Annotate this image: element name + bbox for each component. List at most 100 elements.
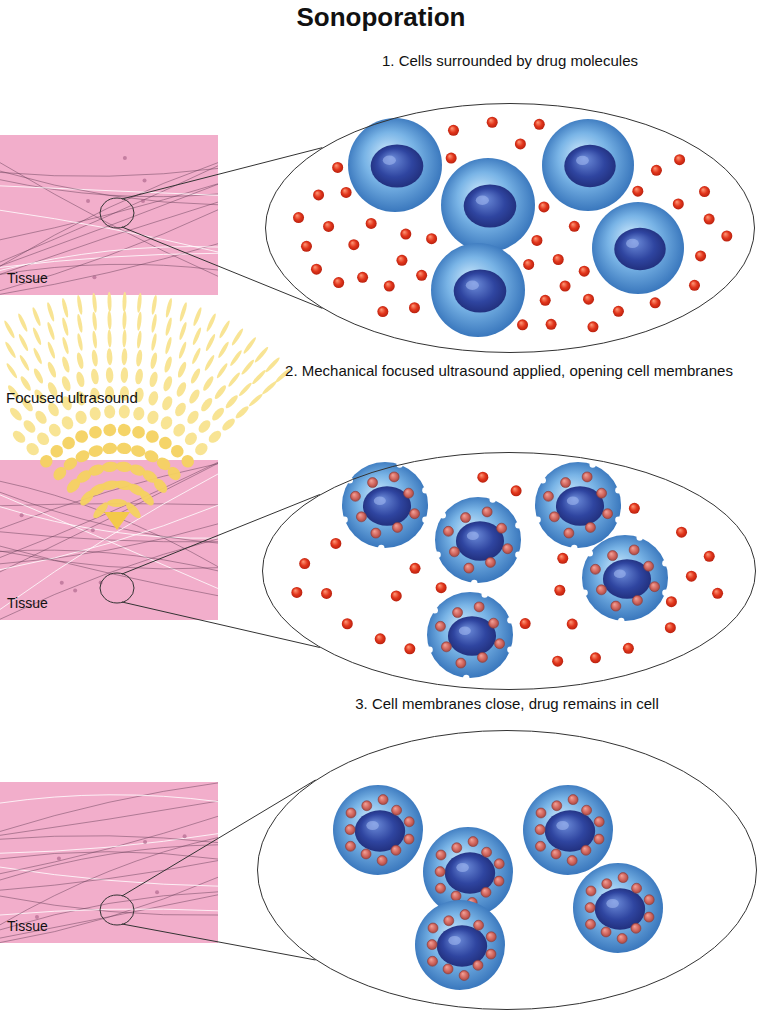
drug-molecule <box>357 272 368 283</box>
membrane-pore <box>615 487 621 493</box>
drug-molecule <box>579 266 590 277</box>
drug-molecule <box>409 302 420 313</box>
membrane-pore <box>422 487 428 493</box>
drug-molecule <box>410 509 420 519</box>
membrane-pore <box>426 647 432 653</box>
membrane-pore <box>662 560 668 566</box>
drug-molecule <box>569 221 580 232</box>
drug-molecule <box>291 587 302 598</box>
drug-molecule <box>712 588 723 599</box>
drug-molecule <box>673 198 684 209</box>
membrane-pore <box>540 477 546 483</box>
drug-molecule <box>535 825 545 835</box>
drug-molecule <box>404 834 414 844</box>
drug-molecule <box>560 280 571 291</box>
drug-molecule <box>391 845 401 855</box>
drug-molecule <box>377 856 387 866</box>
drug-molecule <box>557 553 568 564</box>
drug-molecule <box>378 795 388 805</box>
drug-molecule <box>597 488 607 498</box>
ellipse-outline <box>257 730 757 1010</box>
drug-molecule <box>446 153 457 164</box>
drug-molecule <box>449 547 459 557</box>
drug-molecule <box>396 255 407 266</box>
membrane-pore <box>378 545 384 551</box>
drug-molecule <box>427 956 437 966</box>
drug-molecule <box>474 602 484 612</box>
drug-molecule <box>384 281 395 292</box>
drug-molecule <box>632 595 642 605</box>
drug-molecule <box>441 642 451 652</box>
drug-molecule <box>704 551 715 562</box>
drug-molecule <box>293 212 304 223</box>
drug-molecule <box>444 916 454 926</box>
drug-molecule <box>345 825 355 835</box>
cell <box>435 497 521 583</box>
step-heading: 2. Mechanical focused ultrasound applied… <box>285 362 733 379</box>
drug-molecule <box>564 528 574 538</box>
drug-molecule <box>494 859 504 869</box>
drug-molecule <box>632 883 642 893</box>
membrane-pore <box>341 517 347 523</box>
drug-molecule <box>583 294 594 305</box>
cell-group <box>333 785 663 990</box>
drug-molecule <box>345 841 355 851</box>
drug-molecule <box>551 849 561 859</box>
drug-molecule <box>323 221 334 232</box>
drug-molecule <box>695 250 706 261</box>
drug-molecule <box>435 621 445 631</box>
drug-molecule <box>603 509 613 519</box>
tissue-label: Tissue <box>7 918 48 934</box>
membrane-pore <box>422 517 428 523</box>
drug-molecule <box>585 919 595 929</box>
drug-molecule <box>443 964 453 974</box>
drug-molecule <box>474 920 484 930</box>
drug-molecule <box>503 544 513 554</box>
step-heading: 3. Cell membranes close, drug remains in… <box>355 695 658 712</box>
drug-molecule <box>594 834 604 844</box>
tissue-block: Tissue <box>0 135 218 295</box>
membrane-pore <box>662 590 668 596</box>
drug-molecule <box>404 643 415 654</box>
drug-molecule <box>553 254 564 265</box>
cell <box>431 243 525 337</box>
cell <box>415 900 505 990</box>
cell <box>542 119 634 211</box>
drug-molecule <box>515 138 526 149</box>
drug-molecule <box>451 891 461 901</box>
drug-molecule <box>699 186 710 197</box>
drug-molecule <box>568 795 578 805</box>
drug-molecule <box>554 585 565 596</box>
drug-molecule <box>651 165 662 176</box>
drug-molecule <box>689 280 700 291</box>
membrane-pore <box>515 522 521 528</box>
drug-molecule <box>477 472 488 483</box>
membrane-pore <box>615 517 621 523</box>
membrane-pore <box>507 647 513 653</box>
drug-molecule <box>552 801 562 811</box>
nucleus <box>371 144 424 187</box>
drug-molecule <box>301 241 312 252</box>
drug-molecule <box>436 850 446 860</box>
membrane-pore <box>618 618 624 624</box>
drug-molecule <box>644 561 654 571</box>
membrane-pore <box>490 496 496 502</box>
drug-molecule <box>368 478 378 488</box>
drug-molecule <box>585 522 595 532</box>
drug-molecule <box>650 297 661 308</box>
title: Sonoporation <box>0 2 762 33</box>
tissue-label: Tissue <box>7 270 48 286</box>
cell <box>348 118 442 212</box>
zoom-line <box>122 602 320 647</box>
drug-molecule <box>536 808 546 818</box>
drug-molecule <box>650 582 660 592</box>
membrane-pore <box>587 550 593 556</box>
drug-molecule <box>676 527 687 538</box>
drug-molecule <box>404 488 414 498</box>
drug-molecule <box>332 162 343 173</box>
drug-molecule <box>531 235 542 246</box>
drug-molecule <box>538 201 549 212</box>
drug-molecule <box>330 538 341 549</box>
